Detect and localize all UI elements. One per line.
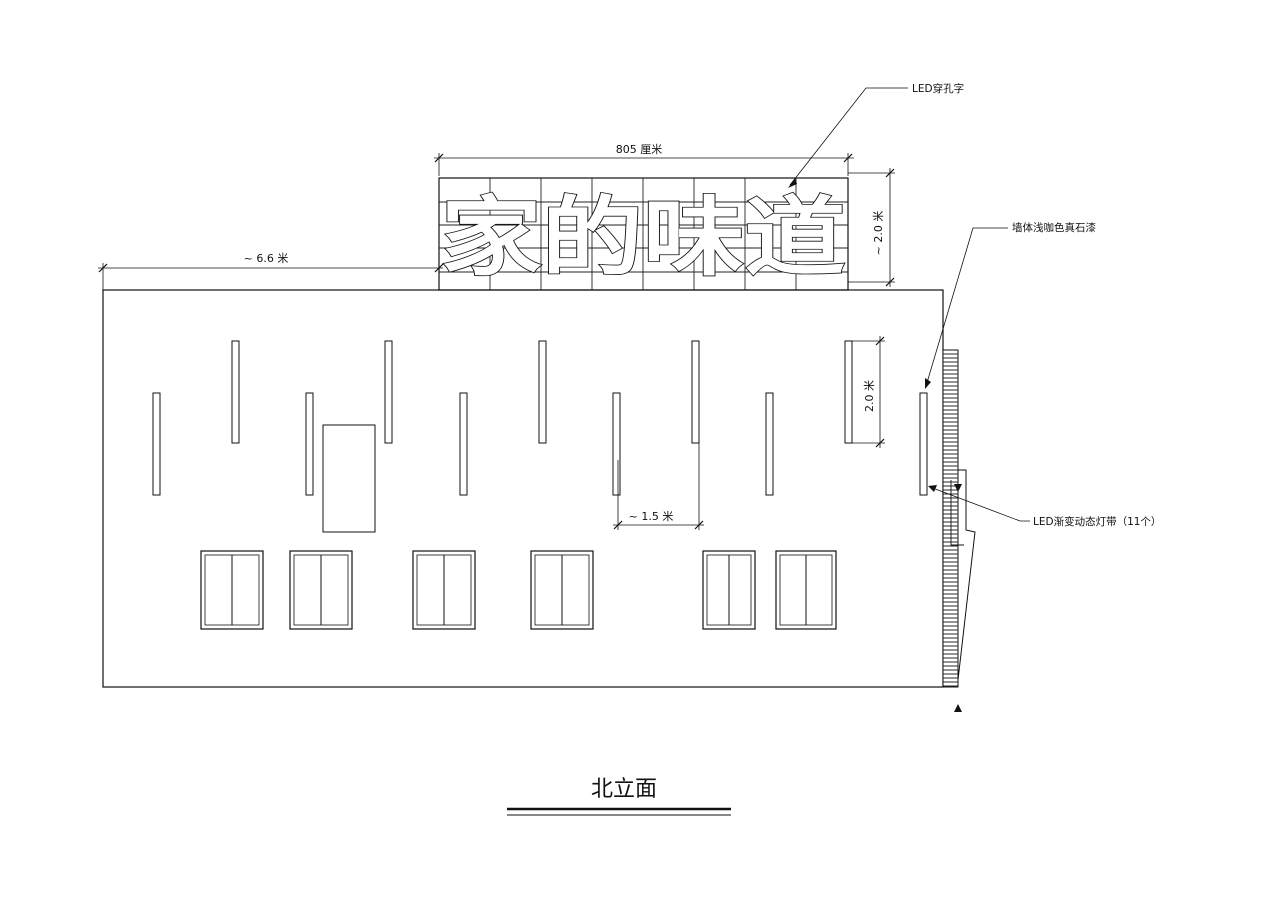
- led-strip-group: [152, 340, 928, 496]
- window-group: [200, 550, 837, 630]
- dimension-strip-spacing: ~ 1.5 米: [613, 443, 704, 530]
- dimension-sign-height: ~ 2.0 米: [848, 168, 895, 287]
- sign-letters: 家的味道: [441, 188, 846, 288]
- led-strip: [691, 340, 700, 444]
- drawing-title: 北立面: [591, 777, 657, 802]
- dimension-left-span: ~ 6.6 米: [98, 252, 444, 290]
- dimension-sign-height-label: ~ 2.0 米: [872, 211, 885, 256]
- callout-led-letters: LED穿孔字: [788, 82, 964, 188]
- window: [530, 550, 594, 630]
- led-strip: [844, 340, 853, 444]
- dimension-left-span-label: ~ 6.6 米: [244, 252, 289, 265]
- window: [775, 550, 837, 630]
- window: [289, 550, 353, 630]
- led-strip: [612, 392, 621, 496]
- dimension-strip-spacing-label: ~ 1.5 米: [629, 510, 674, 523]
- led-strip: [919, 392, 928, 496]
- led-strip: [459, 392, 468, 496]
- led-strip: [305, 392, 314, 496]
- led-strip: [765, 392, 774, 496]
- signboard: 家的味道: [438, 177, 849, 291]
- window: [412, 550, 476, 630]
- dimension-strip-height-label: 2.0 米: [863, 380, 876, 412]
- dimension-sign-width: 805 厘米: [434, 143, 854, 176]
- callout-led-strips-label: LED渐变动态灯带（11个）: [1033, 515, 1161, 528]
- callout-led-strips: LED渐变动态灯带（11个）: [928, 485, 1161, 528]
- callout-wall-finish-label: 墙体浅咖色真石漆: [1012, 221, 1096, 234]
- dimension-sign-width-label: 805 厘米: [616, 143, 663, 156]
- window: [200, 550, 264, 630]
- callout-wall-finish: 墙体浅咖色真石漆: [925, 221, 1096, 389]
- building-wall: [102, 289, 944, 688]
- led-strip: [538, 340, 547, 444]
- led-strip: [384, 340, 393, 444]
- side-column: [942, 349, 976, 712]
- door: [322, 424, 376, 533]
- dimension-strip-height: 2.0 米: [852, 336, 885, 448]
- led-strip: [152, 392, 161, 496]
- drawing-title-block: 北立面: [507, 777, 731, 816]
- led-strip: [231, 340, 240, 444]
- callout-led-letters-label: LED穿孔字: [912, 82, 964, 95]
- window: [702, 550, 756, 630]
- signboard-grid: [439, 178, 848, 290]
